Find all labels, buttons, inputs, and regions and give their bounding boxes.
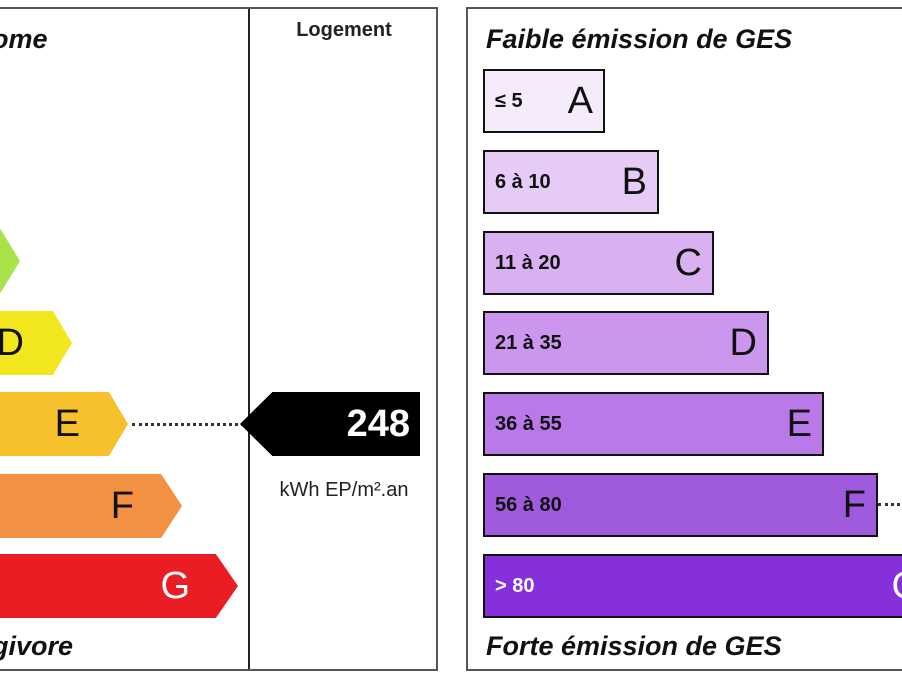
ghg-class-g-bar: > 80 G bbox=[483, 554, 902, 618]
column-divider bbox=[248, 9, 250, 669]
ghg-class-e-range: 36 à 55 bbox=[495, 412, 562, 435]
energy-class-g-arrow: G bbox=[0, 554, 238, 618]
energy-class-c-arrow bbox=[0, 229, 20, 293]
energy-unit-label: kWh EP/m².an bbox=[279, 479, 409, 501]
ghg-emission-panel: Faible émission de GES ≤ 5 A 6 à 10 B 11… bbox=[466, 7, 902, 671]
energy-class-f-letter: F bbox=[110, 485, 134, 527]
ghg-class-b-range: 6 à 10 bbox=[495, 170, 551, 193]
energy-bottom-heading: givore bbox=[0, 631, 74, 661]
ghg-dotted-leader bbox=[878, 503, 902, 506]
ghg-class-d-range: 21 à 35 bbox=[495, 331, 562, 354]
ghg-class-c-range: 11 à 20 bbox=[495, 251, 561, 274]
ghg-class-d-letter: D bbox=[729, 322, 757, 364]
ghg-class-d-bar: 21 à 35 D bbox=[483, 311, 769, 375]
energy-value-marker: 248 bbox=[240, 392, 420, 456]
ghg-class-b-letter: B bbox=[621, 161, 647, 203]
ghg-top-heading: Faible émission de GES bbox=[486, 24, 793, 54]
ghg-class-f-bar: 56 à 80 F bbox=[483, 473, 878, 537]
ghg-class-e-bar: 36 à 55 E bbox=[483, 392, 824, 456]
ghg-class-f-range: 56 à 80 bbox=[495, 493, 562, 516]
ghg-bottom-heading: Forte émission de GES bbox=[486, 631, 782, 661]
energy-class-g-letter: G bbox=[160, 565, 190, 607]
energy-class-e-letter: E bbox=[54, 403, 80, 445]
energy-value: 248 bbox=[346, 403, 410, 445]
ghg-class-e-letter: E bbox=[786, 403, 812, 445]
ghg-class-f-letter: F bbox=[842, 484, 866, 526]
ghg-class-g-range: > 80 bbox=[495, 574, 535, 597]
ghg-class-g-letter: G bbox=[891, 567, 902, 605]
ghg-class-c-bar: 11 à 20 C bbox=[483, 231, 714, 295]
energy-consumption-panel: ome Logement D E F G 248 kWh EP/m².an gi… bbox=[0, 7, 438, 671]
energy-top-heading: ome bbox=[0, 24, 48, 54]
energy-class-f-arrow: F bbox=[0, 474, 182, 538]
ghg-class-b-bar: 6 à 10 B bbox=[483, 150, 659, 214]
energy-class-d-arrow: D bbox=[0, 311, 72, 375]
logement-column-title: Logement bbox=[296, 19, 392, 41]
ghg-class-a-range: ≤ 5 bbox=[495, 89, 523, 112]
energy-dotted-leader bbox=[132, 423, 244, 426]
ghg-class-a-bar: ≤ 5 A bbox=[483, 69, 605, 133]
energy-class-d-letter: D bbox=[0, 324, 72, 362]
ghg-class-a-letter: A bbox=[567, 80, 593, 122]
ghg-class-c-letter: C bbox=[674, 242, 702, 284]
energy-class-e-arrow: E bbox=[0, 392, 128, 456]
